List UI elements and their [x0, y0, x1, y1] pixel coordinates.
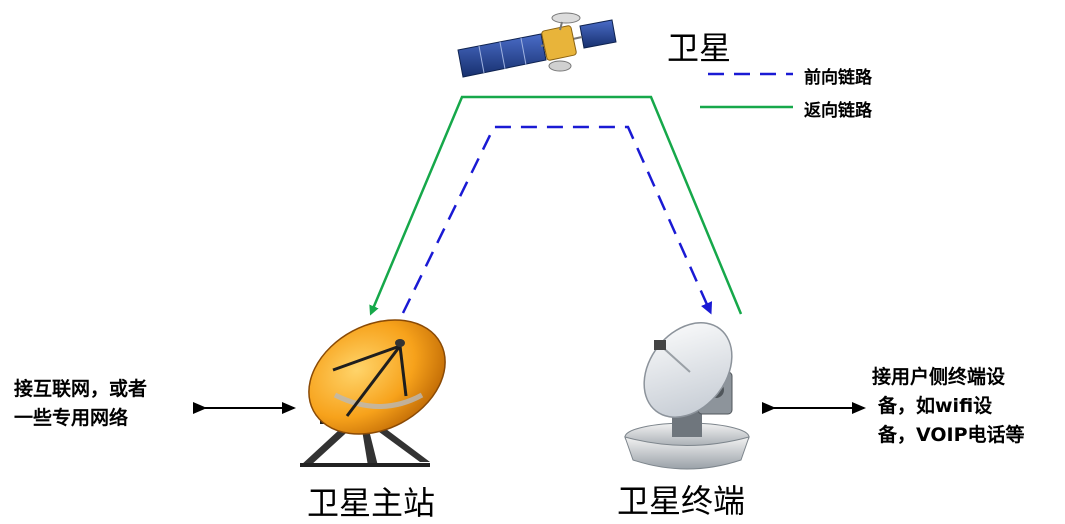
left-note-line: 接互联网，或者	[14, 378, 148, 400]
right-note-line: 备，如wifi设	[878, 395, 993, 417]
legend-return-label: 返向链路	[804, 101, 872, 121]
satellite-label: 卫星	[667, 29, 732, 67]
legend-forward-label: 前向链路	[804, 68, 872, 88]
forward-link-path	[401, 125, 713, 315]
right-note-line: 备，VOIP电话等	[878, 424, 1025, 446]
terminal-label: 卫星终端	[617, 482, 746, 520]
right-note: 接用户侧终端设 备，如wifi设 备，VOIP电话等	[872, 363, 1025, 450]
return-link-path	[369, 95, 743, 316]
left-note: 接互联网，或者 一些专用网络	[14, 375, 147, 433]
dish-antenna-icon	[300, 319, 446, 467]
legend	[700, 72, 793, 109]
left-note-line: 一些专用网络	[14, 407, 129, 429]
satellite-icon	[457, 12, 617, 78]
right-note-line: 接用户侧终端设	[872, 366, 1006, 388]
hub-station-label: 卫星主站	[307, 484, 436, 522]
vsat-terminal-icon	[624, 322, 750, 470]
